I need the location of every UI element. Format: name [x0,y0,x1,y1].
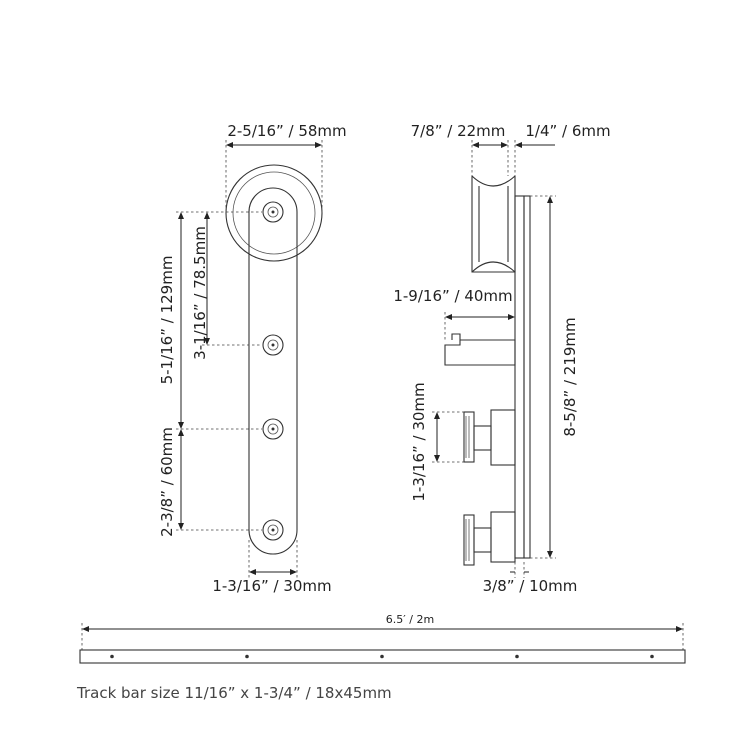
track-rail [79,649,686,664]
track-hole [380,654,384,659]
front-view: 2-5/16” / 58mm 5-1/16” / 129mm 3-1/16” /… [158,122,347,595]
bolt-4 [262,519,284,541]
dim-wheel-thickness: 7/8” / 22mm [411,122,506,140]
dim-strap-width: 1-3/16” / 30mm [212,577,331,595]
wheel-profile [471,175,516,273]
spacer-upper [463,409,516,466]
side-view: 7/8” / 22mm 1/4” / 6mm 1-9/16” / 40mm 1-… [393,122,610,595]
track-bar-caption: Track bar size 11/16” x 1-3/4” / 18x45mm [76,684,392,702]
dim-hole-spacing-top: 3-1/16” / 78.5mm [191,226,209,360]
dim-stop-length: 1-9/16” / 40mm [393,287,512,305]
track-hole [650,654,654,659]
roller-wheel-outer [225,164,323,262]
track-bar: 6.5′ / 2m [79,613,686,664]
strap-side [514,195,525,559]
track-hole [110,654,114,659]
dim-strap-thickness: 1/4” / 6mm [525,122,610,140]
track-hole [515,654,519,659]
track-hole [245,654,249,659]
bolt-3 [262,418,284,440]
dim-total-height: 5-1/16” / 129mm [158,256,176,385]
spacer-lower [463,511,516,566]
long-bar [523,195,531,559]
dim-spacer-depth: 3/8” / 10mm [483,577,578,595]
bolt-1 [262,201,284,223]
dim-track-length: 6.5′ / 2m [386,613,434,626]
track-holes [110,654,654,659]
stop-block [444,333,516,366]
dim-strap-length: 8-5/8” / 219mm [561,317,579,436]
roller-wheel-inner [232,171,316,255]
dim-wheel-width: 2-5/16” / 58mm [227,122,346,140]
dim-hole-spacing-bottom: 2-3/8” / 60mm [158,427,176,537]
bolt-2 [262,334,284,356]
dim-spacer-height: 1-3/16” / 30mm [410,382,428,501]
hanger-strap [248,187,298,555]
